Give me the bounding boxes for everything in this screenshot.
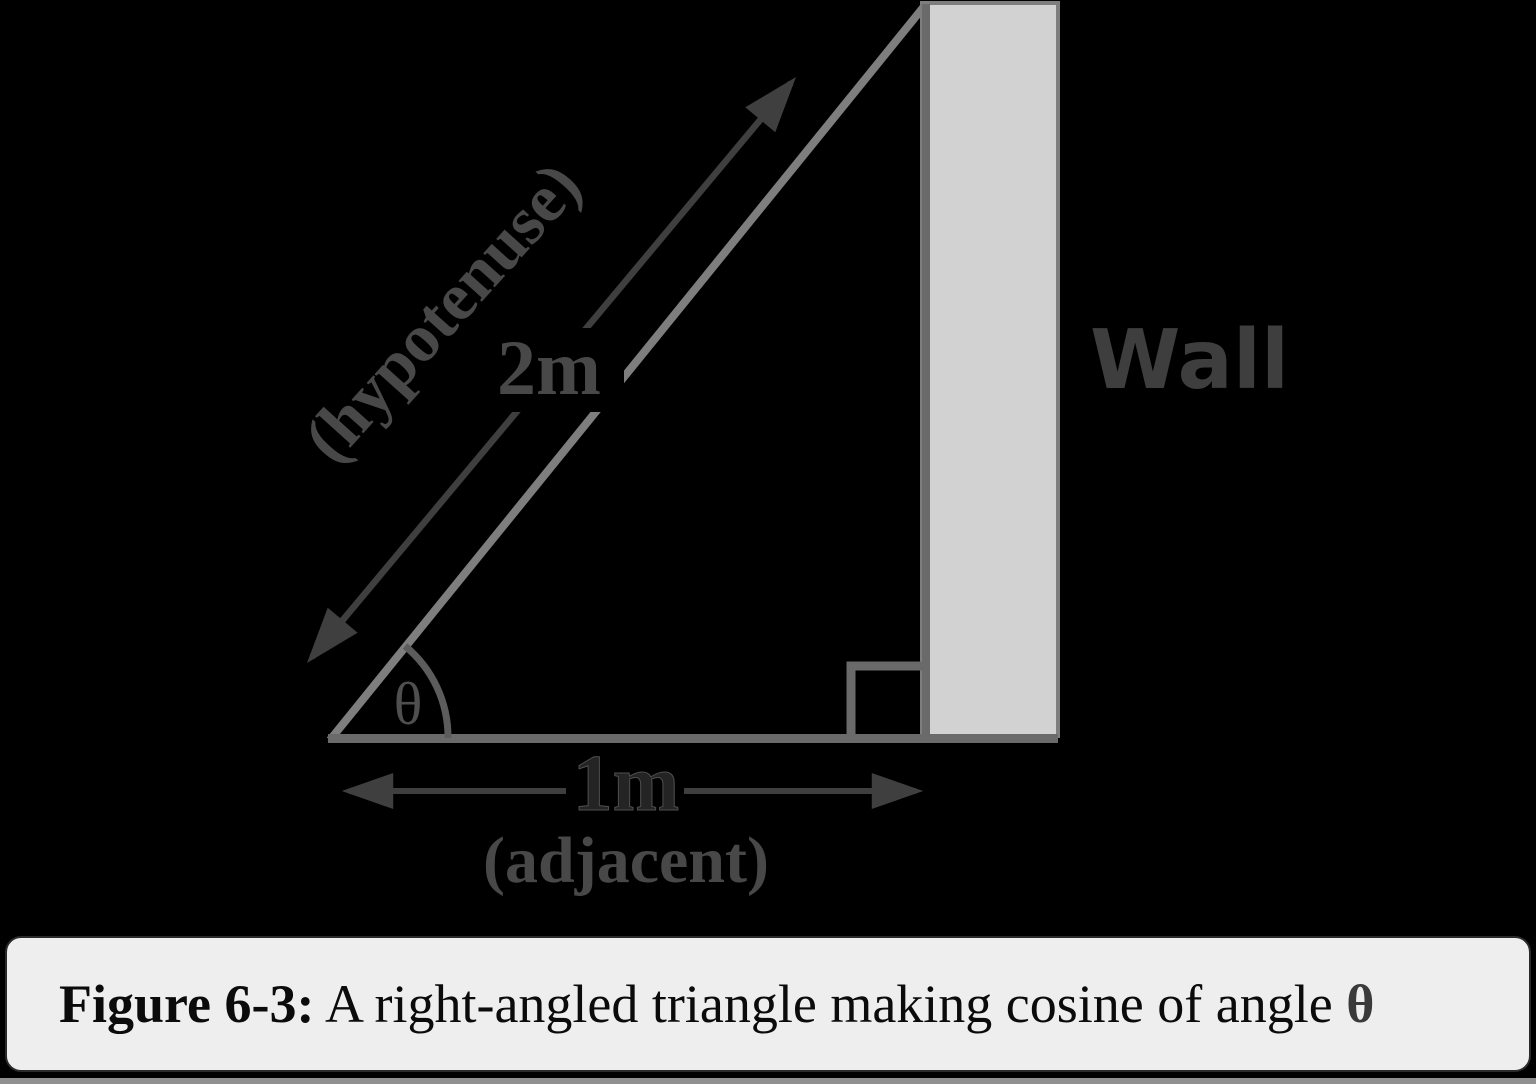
- base-name-label: (adjacent): [483, 824, 769, 897]
- base-label-backing: [566, 744, 684, 824]
- caption-figure-number: Figure 6-3:: [59, 974, 315, 1034]
- right-angle-marker: [846, 661, 923, 734]
- bottom-divider: [0, 1078, 1536, 1084]
- hypotenuse-name-label: (hypotenuse): [289, 147, 596, 476]
- hypotenuse-length-label: 2m: [497, 324, 601, 411]
- figure-caption: Figure 6-3: A right-angled triangle maki…: [5, 936, 1531, 1072]
- wall-label: Wall: [1090, 313, 1289, 408]
- triangle-wall-diagram: θ 2m (hypotenuse) 1m (adjacent) Wall: [289, 1, 1289, 897]
- hypotenuse-label-backing: [478, 328, 624, 412]
- caption-theta: θ: [1346, 974, 1375, 1034]
- figure-diagram: θ 2m (hypotenuse) 1m (adjacent) Wall: [289, 1, 1289, 897]
- caption-text: A right-angled triangle making cosine of…: [314, 974, 1347, 1034]
- angle-theta-label: θ: [394, 671, 423, 737]
- base-length-label: 1m: [573, 740, 680, 828]
- wall-rect: [920, 1, 1060, 738]
